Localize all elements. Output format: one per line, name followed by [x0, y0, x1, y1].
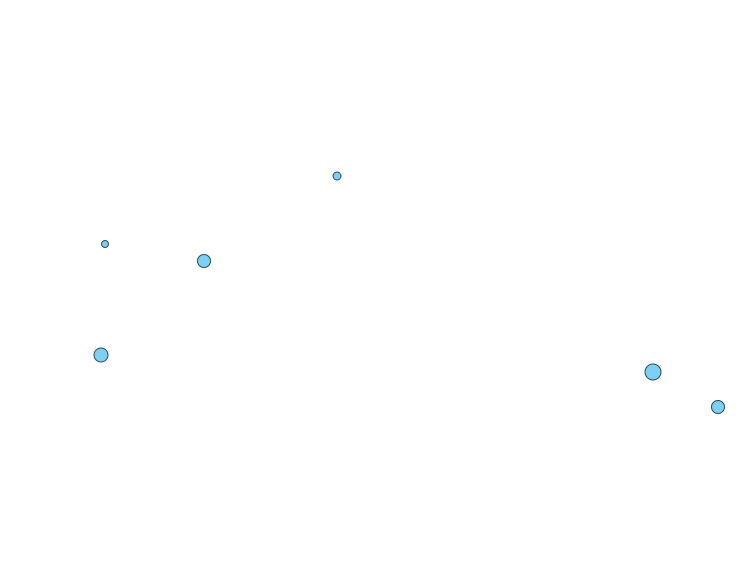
scatter-point-1	[101, 240, 109, 248]
scatter-point-6	[711, 400, 725, 414]
points-layer	[93, 171, 725, 414]
scatter-point-2	[332, 171, 342, 181]
scatter-point-5	[644, 363, 662, 381]
scatter-point-3	[197, 254, 211, 268]
scatter-point-4	[93, 347, 109, 363]
